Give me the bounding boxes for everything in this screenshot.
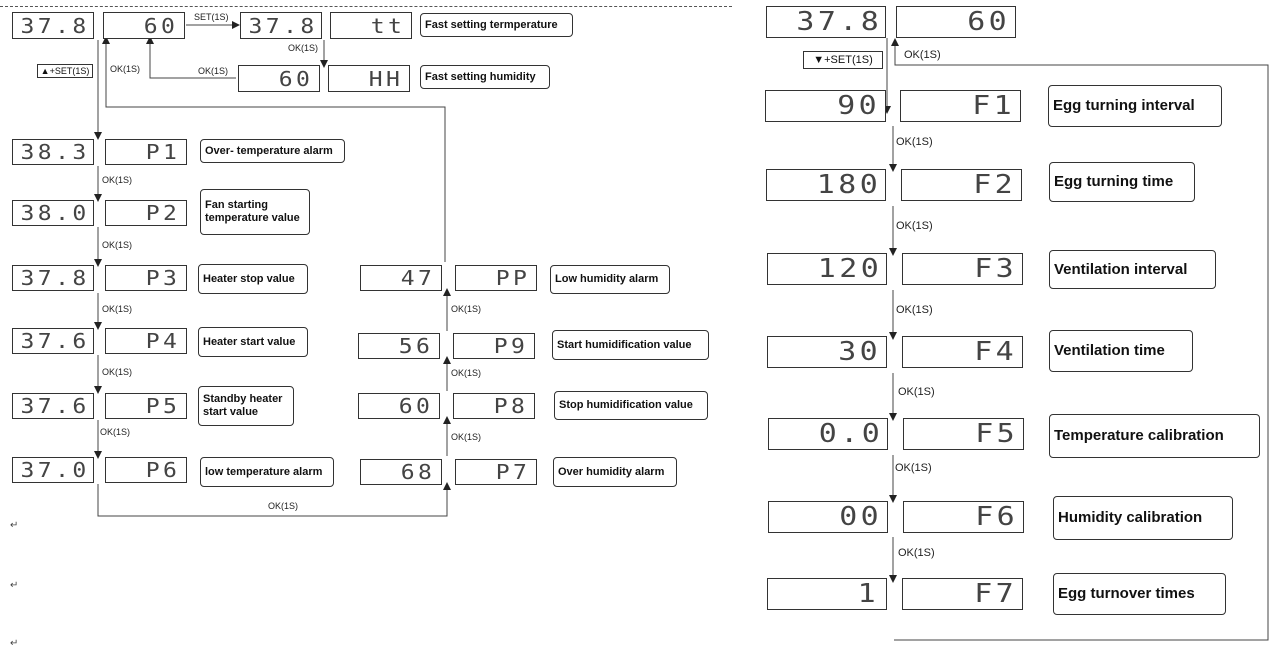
- display-f2-code: F2: [901, 169, 1022, 201]
- display-header-humidity: 60: [896, 6, 1016, 38]
- ok-step-label: OK(1S): [451, 432, 482, 442]
- display-code-tt: tt: [330, 12, 412, 39]
- display-p1-value: 38.3: [12, 139, 94, 165]
- display-p8-code: P8: [453, 393, 535, 419]
- display-p2-code: P2: [105, 200, 187, 226]
- display-p7-value: 68: [360, 459, 442, 485]
- ok-step-label: OK(1S): [102, 175, 133, 185]
- label-f2: Egg turning time: [1049, 162, 1195, 202]
- ok-step-label: OK(1S): [102, 240, 133, 250]
- label-p1: Over- temperature alarm: [200, 139, 345, 163]
- label-pp: Low humidity alarm: [550, 265, 670, 294]
- display-pp-code: PP: [455, 265, 537, 291]
- label-p4: Heater start value: [198, 327, 308, 357]
- display-p2-value: 38.0: [12, 200, 94, 226]
- label-fast-temp: Fast setting termperature: [420, 13, 573, 37]
- display-p5-code: P5: [105, 393, 187, 419]
- label-f1: Egg turning interval: [1048, 85, 1222, 127]
- display-p4-code: P4: [105, 328, 187, 354]
- label-f4: Ventilation time: [1049, 330, 1193, 372]
- ok-step-label: OK(1S): [896, 304, 933, 316]
- display-p7-code: P7: [455, 459, 537, 485]
- label-f3: Ventilation interval: [1049, 250, 1216, 289]
- display-p9-code: P9: [453, 333, 535, 359]
- ok-step-label: OK(1S): [110, 64, 141, 74]
- return-mark: ↵: [10, 520, 19, 531]
- label-p6: low temperature alarm: [200, 457, 334, 487]
- display-p5-value: 37.6: [12, 393, 94, 419]
- display-f7-value: 1: [767, 578, 887, 610]
- display-f6-value: 00: [768, 501, 888, 533]
- ok-step-label: OK(1S): [100, 427, 131, 437]
- ok-step-label: OK(1S): [198, 66, 229, 76]
- ok-step-label: OK(1S): [268, 501, 299, 511]
- display-p3-code: P3: [105, 265, 187, 291]
- display-f6-code: F6: [903, 501, 1024, 533]
- ok-step-label: OK(1S): [895, 462, 932, 474]
- display-f5-code: F5: [903, 418, 1024, 450]
- label-p3: Heater stop value: [198, 264, 308, 294]
- display-setpoint: 60: [103, 12, 185, 39]
- display-pp-value: 47: [360, 265, 442, 291]
- display-p6-value: 37.0: [12, 457, 94, 483]
- display-f4-value: 30: [767, 336, 887, 368]
- display-f4-code: F4: [902, 336, 1023, 368]
- down-set-key: ▼+SET(1S): [803, 51, 883, 69]
- display-f5-value: 0.0: [768, 418, 888, 450]
- set-step-label: SET(1S): [194, 12, 229, 22]
- display-f1-code: F1: [900, 90, 1021, 122]
- label-p9: Start humidification value: [552, 330, 709, 360]
- return-mark: ↵: [10, 638, 19, 649]
- ok-step-label: OK(1S): [898, 386, 935, 398]
- display-p1-code: P1: [105, 139, 187, 165]
- display-f3-value: 120: [767, 253, 887, 285]
- label-f6: Humidity calibration: [1053, 496, 1233, 540]
- label-p2: Fan starting temperature value: [200, 189, 310, 235]
- display-humidity: 60: [238, 65, 320, 92]
- ok-step-label: OK(1S): [102, 304, 133, 314]
- page-top-rule: [0, 6, 732, 7]
- display-p8-value: 60: [358, 393, 440, 419]
- display-f1-value: 90: [765, 90, 886, 122]
- ok-step-label: OK(1S): [102, 367, 133, 377]
- ok-step-label: OK(1S): [898, 547, 935, 559]
- up-set-key: ▲+SET(1S): [37, 64, 93, 78]
- label-p7: Over humidity alarm: [553, 457, 677, 487]
- label-f5: Temperature calibration: [1049, 414, 1260, 458]
- display-p9-value: 56: [358, 333, 440, 359]
- ok-step-label: OK(1S): [896, 220, 933, 232]
- ok-step-label: OK(1S): [904, 49, 941, 61]
- display-f2-value: 180: [766, 169, 886, 201]
- display-target-temp: 37.8: [240, 12, 322, 39]
- display-current-temp: 37.8: [12, 12, 94, 39]
- display-p4-value: 37.6: [12, 328, 94, 354]
- ok-step-label: OK(1S): [451, 368, 482, 378]
- display-f3-code: F3: [902, 253, 1023, 285]
- display-code-hh: HH: [328, 65, 410, 92]
- label-p5: Standby heater start value: [198, 386, 294, 426]
- label-fast-humidity: Fast setting humidity: [420, 65, 550, 89]
- label-p8: Stop humidification value: [554, 391, 708, 420]
- ok-step-label: OK(1S): [896, 136, 933, 148]
- ok-step-label: OK(1S): [288, 43, 319, 53]
- display-header-temp: 37.8: [766, 6, 886, 38]
- display-f7-code: F7: [902, 578, 1023, 610]
- display-p6-code: P6: [105, 457, 187, 483]
- display-p3-value: 37.8: [12, 265, 94, 291]
- label-f7: Egg turnover times: [1053, 573, 1226, 615]
- return-mark: ↵: [10, 580, 19, 591]
- ok-step-label: OK(1S): [451, 304, 482, 314]
